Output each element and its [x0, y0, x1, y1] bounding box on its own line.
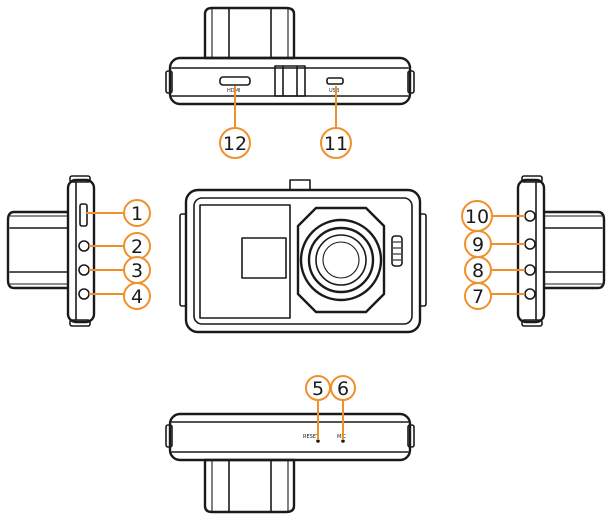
- hdmi-port: [219, 76, 251, 86]
- callout-4-label: 4: [131, 286, 143, 308]
- right-button-9: [524, 238, 536, 250]
- top-view: HDMI USB: [165, 6, 415, 106]
- top-view-lens: [203, 6, 296, 60]
- hdmi-label: HDMI: [227, 88, 240, 94]
- front-sticker-area: [241, 237, 287, 279]
- front-mount: [289, 179, 311, 191]
- right-button-7: [524, 288, 536, 300]
- callout-11-label: 11: [324, 133, 348, 155]
- callout-5: 5: [305, 375, 331, 401]
- bottom-view-body: [168, 412, 412, 462]
- right-view-body: [516, 178, 546, 324]
- callout-8-label: 8: [472, 260, 484, 282]
- callout-9: 9: [464, 230, 492, 258]
- callout-1-label: 1: [131, 203, 143, 225]
- callout-8: 8: [464, 256, 492, 284]
- callout-12: 12: [219, 127, 251, 159]
- front-lens-inner: [315, 234, 367, 286]
- tf-card-slot: [79, 203, 88, 227]
- right-button-10: [524, 210, 536, 222]
- front-lens-housing: [296, 206, 386, 314]
- left-button-4: [78, 288, 90, 300]
- right-view-lens: [544, 210, 606, 290]
- callout-10-label: 10: [465, 206, 489, 228]
- left-side-view: [6, 175, 96, 327]
- left-view-body: [66, 178, 96, 324]
- callout-10: 10: [461, 200, 493, 232]
- callout-6: 6: [330, 375, 356, 401]
- callout-11: 11: [320, 127, 352, 159]
- callout-5-label: 5: [312, 378, 324, 400]
- reset-label: RESET: [303, 434, 320, 440]
- front-lens-outer: [299, 218, 383, 302]
- mic-label: MIC: [337, 434, 347, 440]
- mic-hole: [341, 439, 345, 443]
- bottom-view-lens: [203, 458, 296, 514]
- left-button-2: [78, 240, 90, 252]
- callout-1: 1: [123, 199, 151, 227]
- callout-2: 2: [123, 232, 151, 260]
- callout-9-label: 9: [472, 234, 484, 256]
- callout-4: 4: [123, 282, 151, 310]
- callout-6-label: 6: [337, 378, 349, 400]
- right-button-8: [524, 264, 536, 276]
- usb-label: USB: [329, 88, 340, 94]
- left-button-3: [78, 264, 90, 276]
- callout-3: 3: [123, 256, 151, 284]
- callout-7-label: 7: [472, 286, 484, 308]
- speaker-grille: [391, 235, 403, 267]
- bottom-view: RESET MIC: [165, 412, 415, 514]
- top-view-body: [168, 56, 412, 106]
- callout-3-label: 3: [131, 260, 143, 282]
- callout-2-label: 2: [131, 236, 143, 258]
- reset-hole: [316, 439, 320, 443]
- callout-7: 7: [464, 282, 492, 310]
- usb-port: [326, 77, 344, 85]
- right-side-view: [516, 175, 606, 327]
- left-view-lens: [6, 210, 68, 290]
- callout-12-label: 12: [223, 133, 247, 155]
- front-view: [179, 179, 427, 334]
- front-panel: [199, 204, 291, 319]
- mount-slot: [274, 65, 306, 97]
